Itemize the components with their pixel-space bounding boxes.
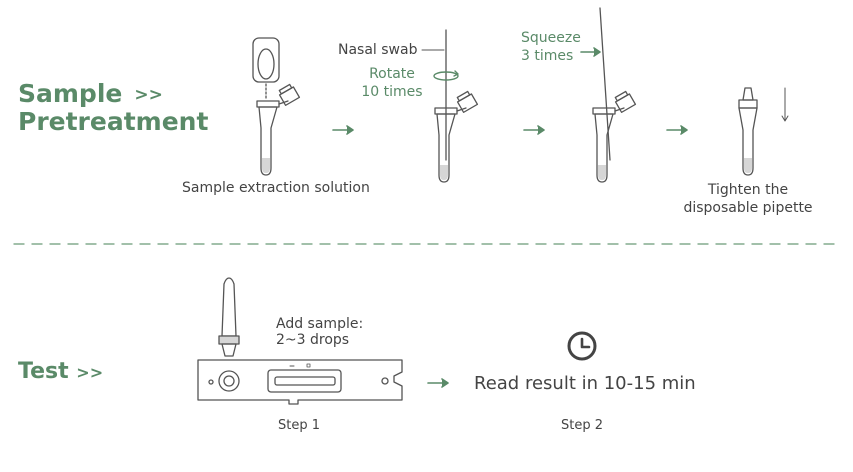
pretreatment-title-line2: Pretreatment: [18, 106, 209, 136]
extraction-bottle-icon: [252, 37, 280, 99]
test-cassette-icon: [197, 359, 403, 405]
tube-icon-2: [434, 90, 479, 183]
squeeze-line1: Squeeze: [521, 30, 581, 46]
arrow-right-icon-3: [666, 125, 688, 135]
rotate-label: Rotate 10 times: [352, 66, 432, 101]
test-title-text: Test: [18, 359, 69, 384]
tube-with-pipette-icon: [738, 87, 758, 176]
rotate-line1: Rotate: [369, 66, 415, 82]
read-result-text: Read result in 10-15 min: [474, 373, 696, 394]
rotate-line2: 10 times: [361, 83, 423, 100]
tighten-line2: disposable pipette: [683, 199, 813, 216]
arrow-right-icon-1: [332, 125, 354, 135]
arrow-right-icon-test: [427, 378, 449, 388]
pretreatment-title: Sample >> Pretreatment: [18, 80, 208, 135]
test-arrows: >>: [76, 363, 104, 382]
pretreatment-arrows: >>: [134, 84, 163, 105]
tube-with-open-cap-icon: [256, 83, 301, 176]
add-sample-line1: Add sample:: [276, 316, 364, 332]
swab-tilted-icon: [599, 7, 611, 161]
tighten-label: Tighten the disposable pipette: [668, 182, 828, 217]
squeeze-label: Squeeze 3 times: [521, 30, 581, 65]
tighten-line1: Tighten the: [707, 182, 789, 198]
squeeze-line2: 3 times: [521, 47, 574, 64]
rotate-icon: [433, 70, 459, 81]
step2-label: Step 2: [561, 418, 604, 433]
pipette-dropper-icon: [218, 277, 240, 357]
squeeze-arrow-icon: [580, 47, 601, 57]
add-sample-label: Add sample: 2~3 drops: [276, 316, 363, 348]
test-title: Test >>: [18, 359, 104, 384]
small-down-arrow-icon: [781, 87, 789, 122]
pretreatment-title-line1: Sample: [18, 79, 123, 108]
step1-label: Step 1: [278, 418, 321, 433]
step1-caption: Sample extraction solution: [182, 180, 370, 196]
tube-icon-3: [592, 90, 637, 183]
arrow-right-icon-2: [523, 125, 545, 135]
clock-icon: [567, 331, 597, 361]
add-sample-line2: 2~3 drops: [276, 332, 350, 349]
nasal-swab-icon: [421, 29, 447, 161]
nasal-swab-label: Nasal swab: [338, 42, 418, 58]
